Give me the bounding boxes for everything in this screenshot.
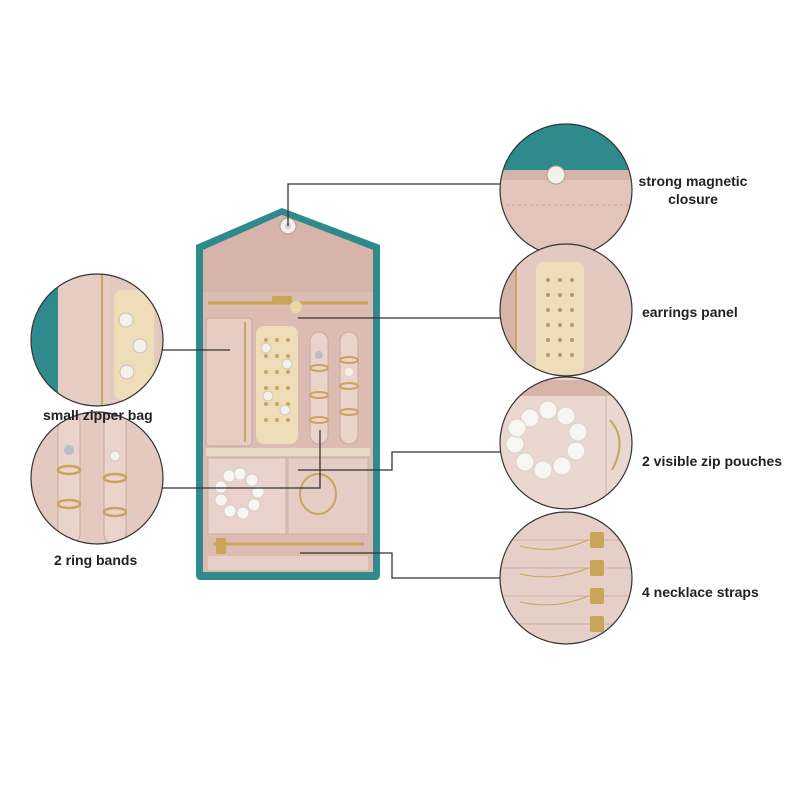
label-magnetic-closure: strong magnetic closure <box>628 172 758 208</box>
earring-holes <box>264 338 290 422</box>
gold-snap-tabs <box>590 532 604 632</box>
inset-small-zipper-bag <box>30 273 164 407</box>
jewelry-organizer <box>196 208 380 580</box>
leader-closure <box>287 183 500 226</box>
inset-magnetic-closure <box>499 123 633 257</box>
earrings-panel <box>256 326 298 444</box>
label-zip-pouches: 2 visible zip pouches <box>642 453 783 469</box>
label-magnetic-closure-line1: strong magnetic <box>638 173 748 189</box>
leader-lines <box>162 183 500 579</box>
inset-ring-bands <box>30 411 164 545</box>
gold-bangle <box>299 473 337 515</box>
leader-pouches <box>298 451 500 471</box>
inset-zip-pouches <box>499 376 633 510</box>
ring-band-1 <box>309 331 329 445</box>
zipper-pull-icon <box>272 296 292 304</box>
inset-necklace-straps <box>499 511 633 645</box>
leader-ring <box>162 430 321 489</box>
magnetic-snap-icon <box>546 165 566 185</box>
label-necklace-straps: 4 necklace straps <box>642 584 759 600</box>
pearl-bracelet <box>214 467 265 520</box>
inset-earrings-panel <box>499 243 633 377</box>
label-small-zipper-bag: small zipper bag <box>43 407 153 423</box>
flap-panel <box>203 215 373 292</box>
leader-necklace <box>300 552 500 579</box>
earrings-panel <box>536 262 584 374</box>
label-magnetic-closure-line2: closure <box>668 191 718 207</box>
label-ring-bands: 2 ring bands <box>54 552 138 568</box>
pearl-earrings <box>260 342 293 416</box>
label-earrings-panel: earrings panel <box>642 304 738 320</box>
zip-pouch-right <box>287 457 369 535</box>
rings <box>309 356 359 424</box>
